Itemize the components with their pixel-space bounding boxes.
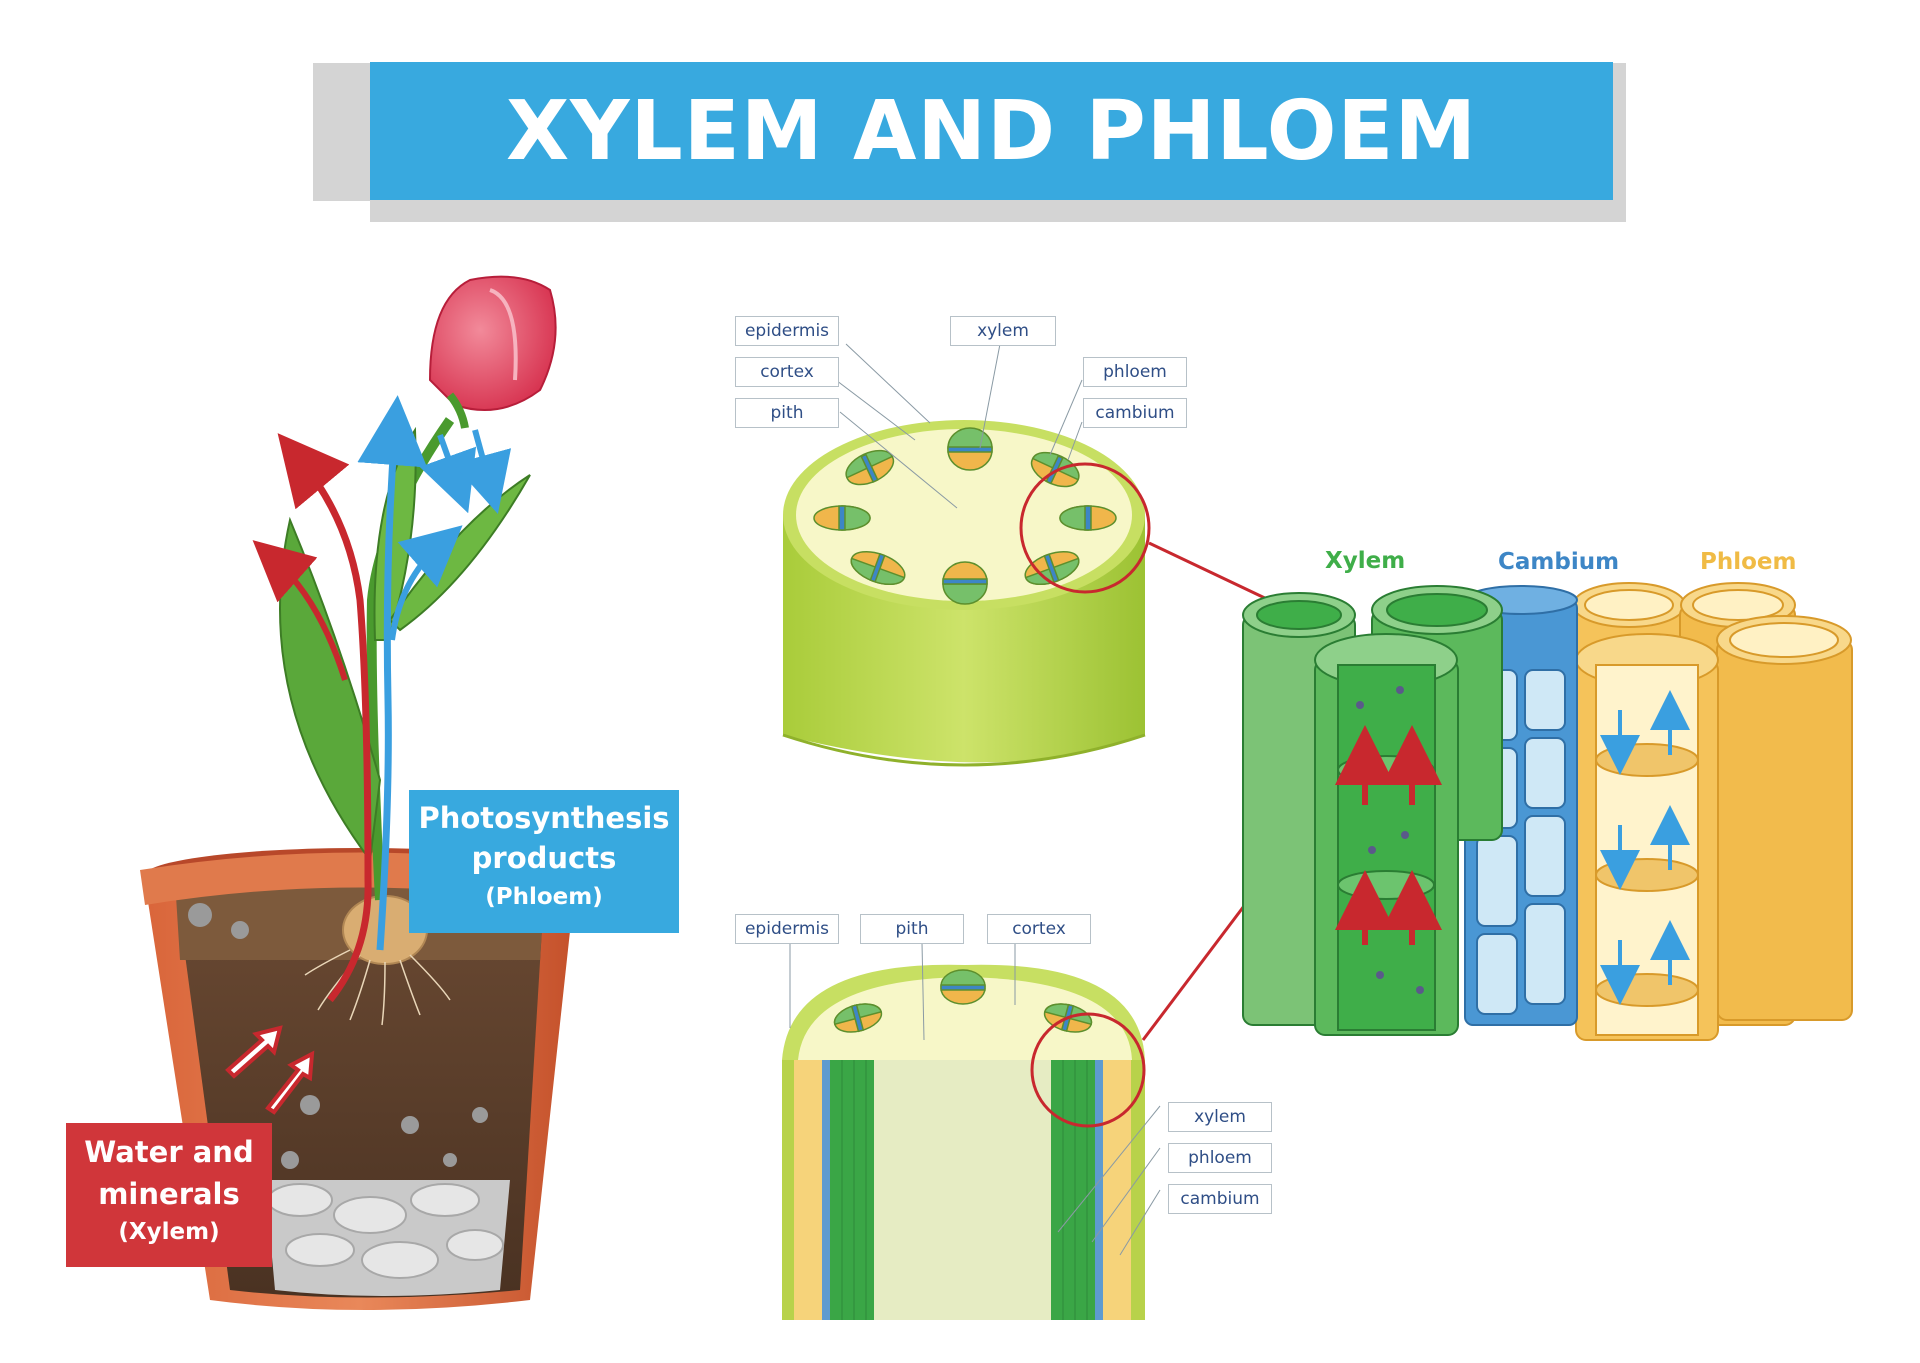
soil-water-arrows (225, 1025, 315, 1115)
phloem-callout-line2: products (471, 841, 617, 875)
phloem-flow-arrow-down-2 (453, 429, 512, 514)
stones (267, 1183, 504, 1279)
page-title: XYLEM AND PHLOEM (505, 83, 1478, 179)
phloem-tubes (1572, 582, 1853, 1041)
label-xylem-bottom: xylem (1168, 1102, 1272, 1132)
label-pith-bottom: pith (860, 914, 964, 944)
phloem-flow-arrow-up (357, 395, 428, 951)
phloem-callout-line3: (Phloem) (485, 884, 603, 910)
xylem-particles (1356, 686, 1424, 994)
leader-lines-bottom (789, 942, 1161, 1256)
stem-cross-section (782, 343, 1151, 767)
xylem-vessels (1242, 585, 1503, 1036)
vascular-bundles-top (813, 427, 1117, 605)
stem-longitudinal-section (782, 942, 1161, 1320)
flower-stalk (446, 392, 469, 429)
leader-lines-top (819, 343, 1083, 509)
label-epidermis-top: epidermis (735, 316, 839, 346)
zoom-circle-bottom (1030, 1012, 1146, 1128)
header-cambium: Cambium (1498, 549, 1620, 575)
label-epidermis-bottom: epidermis (735, 914, 839, 944)
header-phloem: Phloem (1700, 549, 1797, 575)
xylem-callout-line2: minerals (98, 1177, 240, 1211)
header-xylem: Xylem (1325, 548, 1406, 574)
tissue-detail (1242, 582, 1853, 1041)
long-section-strips (782, 1060, 1145, 1320)
tulip-petal-highlight (489, 288, 518, 381)
title-banner: XYLEM AND PHLOEM (370, 62, 1613, 200)
phloem-callout-line1: Photosynthesis (418, 801, 670, 835)
tulip-flower (428, 275, 557, 411)
label-cortex-bottom: cortex (987, 914, 1091, 944)
xylem-flow-arrow-main (277, 433, 372, 1003)
xylem-detail-arrows (1335, 725, 1442, 945)
xylem-callout-line1: Water and (84, 1135, 254, 1169)
label-phloem-top: phloem (1083, 357, 1187, 387)
xylem-callout-line3: (Xylem) (118, 1219, 220, 1245)
phloem-flow-arrow-leaf (389, 525, 463, 641)
zoom-circle-top (1019, 462, 1151, 594)
label-pith-top: pith (735, 398, 839, 428)
phloem-detail-arrows (1600, 690, 1690, 1005)
label-cambium-bottom: cambium (1168, 1184, 1272, 1214)
label-xylem-top: xylem (950, 316, 1056, 346)
label-cortex-top: cortex (735, 357, 839, 387)
label-cambium-top: cambium (1083, 398, 1187, 428)
phloem-callout: Photosynthesis products (Phloem) (409, 790, 679, 933)
leaf-left (279, 516, 382, 863)
xylem-callout: Water and minerals (Xylem) (66, 1123, 272, 1267)
strip-lines (841, 1060, 1088, 1320)
xylem-flow-arrow-branch (252, 540, 348, 681)
phloem-flow-arrow-down-1 (419, 433, 477, 514)
label-phloem-bottom: phloem (1168, 1143, 1272, 1173)
